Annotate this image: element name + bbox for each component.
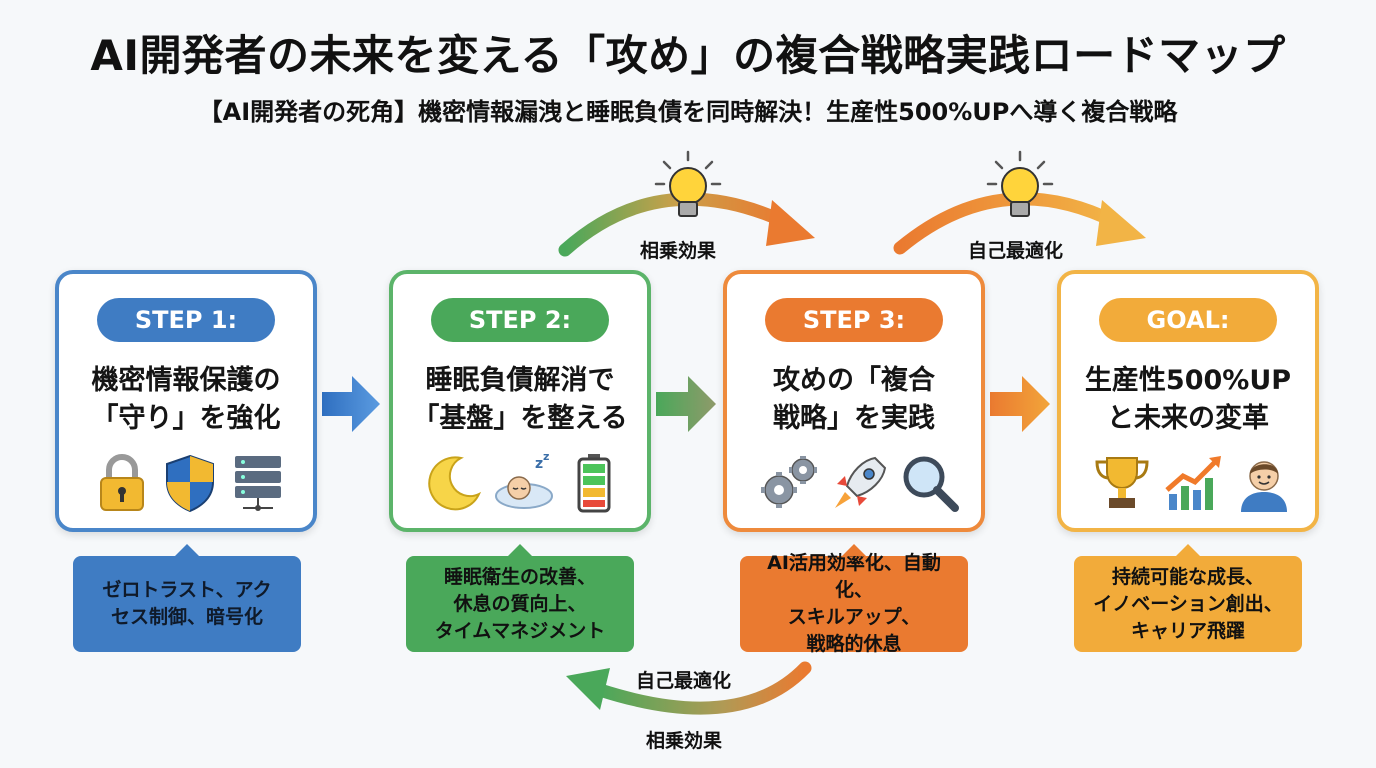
server-icon (225, 450, 291, 516)
step-badge: STEP 2: (431, 298, 609, 342)
lightbulb-icon (654, 150, 722, 217)
step-card-3: STEP 3: 攻めの「複合 戦略」を実践 (723, 270, 985, 532)
flow-label-bottom-2: 相乗効果 (646, 730, 723, 752)
arrow-step2-step3 (656, 376, 716, 432)
step-title: 生産性500%UP と未来の変革 (1084, 365, 1292, 434)
flow-label-top-2: 自己最適化 (968, 240, 1064, 262)
flow-label-bottom-1: 自己最適化 (636, 670, 732, 692)
step-title: 攻めの「複合 戦略」を実践 (773, 365, 935, 434)
step-note-1: ゼロトラスト、アク セス制御、暗号化 (73, 544, 301, 652)
moon-icon (421, 450, 487, 516)
step-title: 機密情報保護の 「守り」を強化 (91, 365, 281, 434)
rocket-icon (827, 450, 893, 516)
step-card-goal: GOAL: 生産性500%UP と未来の変革 (1057, 270, 1319, 532)
step-note-3: AI活用効率化、自動化、 スキルアップ、 戦略的休息 (740, 544, 968, 655)
lightbulb-icon (986, 150, 1054, 217)
magnifier-icon (897, 450, 963, 516)
gears-icon (757, 450, 823, 516)
arrow-step3-goal (990, 376, 1050, 432)
growth-chart-icon (1161, 450, 1227, 516)
arrow-step1-step2 (322, 376, 380, 432)
lock-icon (89, 450, 155, 516)
battery-icon (561, 450, 627, 516)
step-note-2: 睡眠衛生の改善、 休息の質向上、 タイムマネジメント (406, 544, 634, 652)
person-icon (1231, 450, 1297, 516)
step-card-1: STEP 1: 機密情報保護の 「守り」を強化 (55, 270, 317, 532)
page-subtitle: 【AI開発者の死角】機密情報漏洩と睡眠負債を同時解決！生産性500%UPへ導く複… (198, 98, 1178, 126)
step-badge: STEP 1: (97, 298, 275, 342)
page-title: AI開発者の未来を変える「攻め」の複合戦略実践ロードマップ (90, 31, 1286, 80)
flow-label-top-1: 相乗効果 (640, 240, 717, 262)
step-title: 睡眠負債解消で 「基盤」を整える (412, 365, 628, 434)
step-badge: STEP 3: (765, 298, 943, 342)
svg-text:z: z (535, 456, 543, 472)
step-badge: GOAL: (1099, 298, 1277, 342)
trophy-icon (1089, 450, 1155, 516)
shield-icon (157, 450, 223, 516)
svg-text:z: z (543, 450, 549, 463)
step-note-goal: 持続可能な成長、 イノベーション創出、 キャリア飛躍 (1074, 544, 1302, 652)
